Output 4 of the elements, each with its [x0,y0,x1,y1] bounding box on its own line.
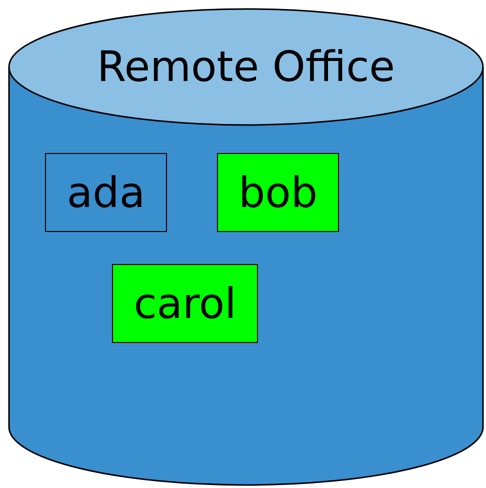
cylinder-label: Remote Office [97,46,395,88]
name-box: bob [217,153,339,232]
name-box: ada [45,153,167,232]
name-box: carol [112,264,258,343]
